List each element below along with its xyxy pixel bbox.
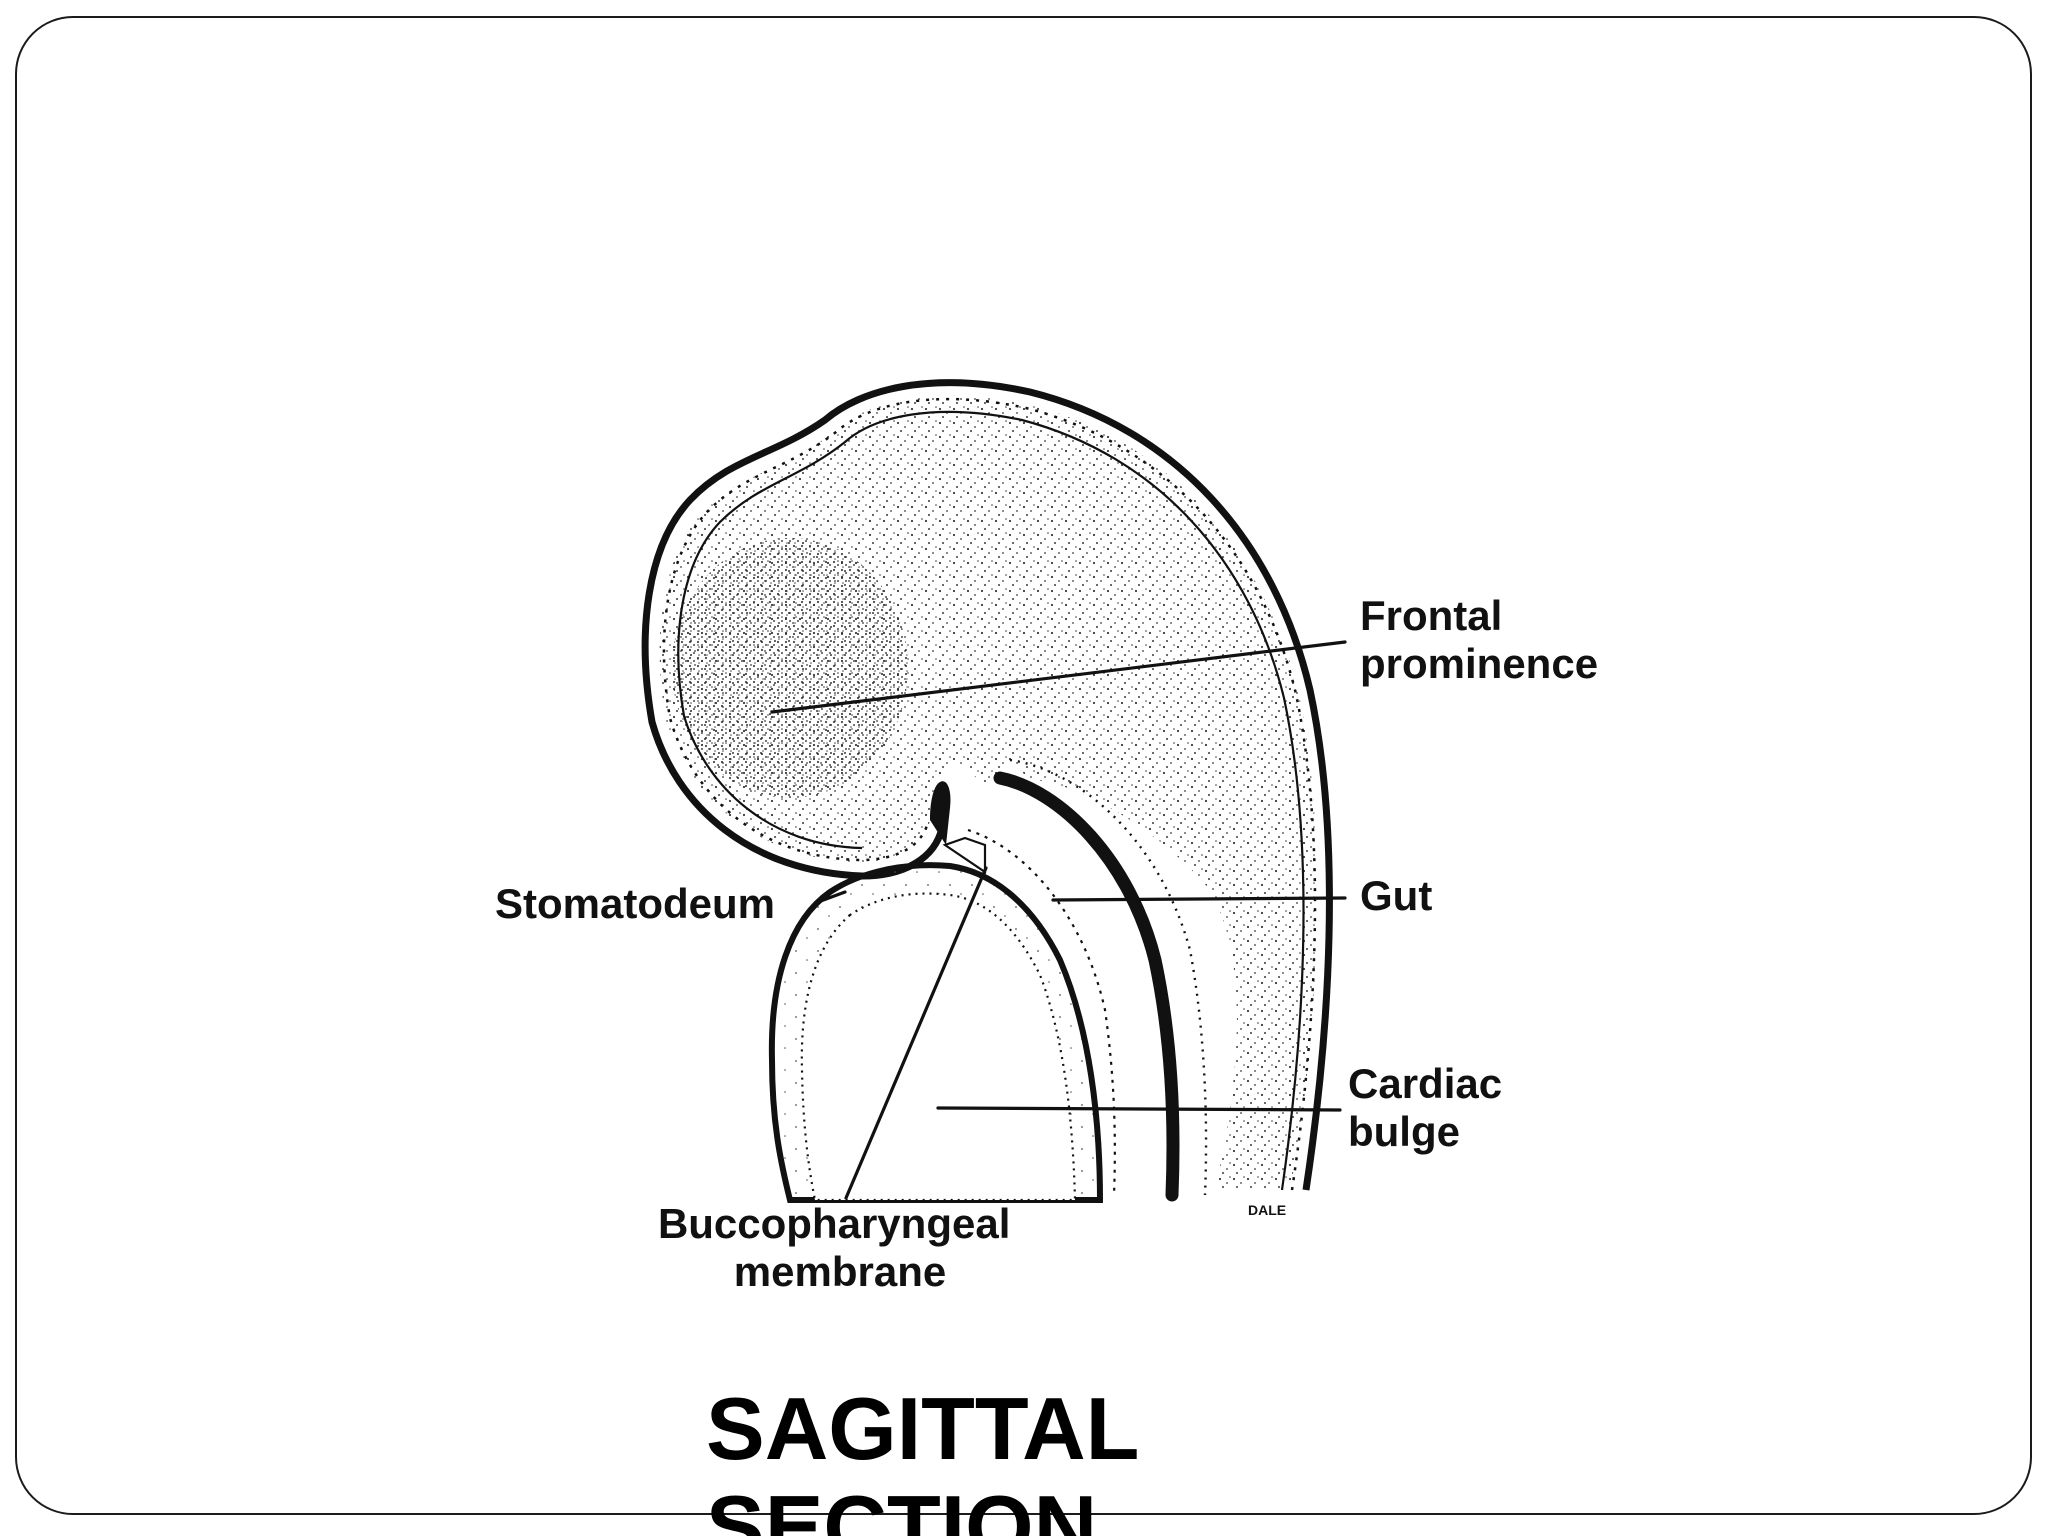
slide-title: SAGITTAL SECTION [706,1380,1346,1536]
leader-cardiac-bulge [936,1106,1342,1112]
slide-title-line1: SAGITTAL [706,1379,1140,1478]
leader-gut [1051,896,1347,902]
label-cardiac-line1: Cardiac [1348,1060,1502,1107]
leader-lines [770,640,1347,1200]
label-frontal-line1: Frontal [1360,592,1502,639]
slide-title-line2: SECTION [706,1477,1098,1536]
label-buccopharyngeal-line2: membrane [734,1248,946,1295]
label-gut: Gut [1360,872,1432,919]
leader-buccopharyngeal-membrane [844,866,988,1200]
stomodeum-region [930,781,987,875]
gut-lining [967,758,1208,1202]
cardiac-bulge [768,862,1104,1203]
label-frontal-prominence: Frontal prominence [1360,592,1598,687]
leader-stomatodeum [816,890,847,904]
surface-ectoderm [641,379,1333,1191]
label-stomatodeum: Stomatodeum [495,880,775,927]
label-frontal-line2: prominence [1360,640,1598,687]
head-mesenchyme [659,395,1318,1190]
label-buccopharyngeal-membrane: Buccopharyngeal membrane [658,1200,1022,1295]
label-cardiac-bulge: Cardiac bulge [1348,1060,1514,1155]
artist-signature: DALE [1248,1202,1286,1218]
label-cardiac-line2: bulge [1348,1108,1460,1155]
leader-frontal-prominence [770,640,1347,714]
label-buccopharyngeal-line1: Buccopharyngeal [658,1200,1010,1247]
